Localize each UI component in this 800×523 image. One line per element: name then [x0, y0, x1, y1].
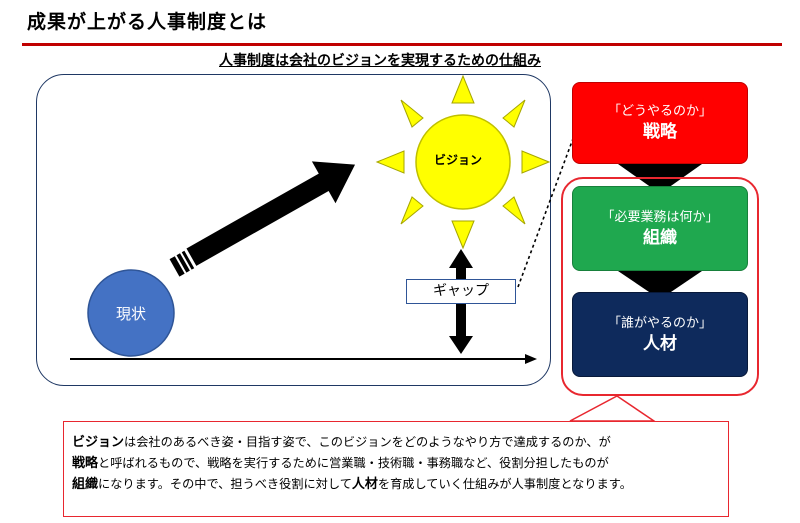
strategy-title: 戦略 — [643, 122, 677, 142]
gap-label-box: ギャップ — [406, 279, 516, 304]
description-box: ビジョンは会社のあるべき姿・目指す姿で、このビジョンをどのようなやり方で達成する… — [63, 421, 729, 517]
baseline-arrow — [70, 354, 537, 364]
keyword-organization: 組織 — [72, 477, 99, 492]
current-state-label: 現状 — [115, 304, 146, 323]
progress-arrow — [169, 161, 356, 277]
title-underline — [22, 43, 782, 46]
organization-title: 組織 — [643, 227, 677, 248]
keyword-people: 人材 — [351, 477, 378, 492]
strategy-question: 「どうやるのか」 — [607, 104, 712, 119]
org-to-people-connector — [618, 271, 702, 294]
vision-sun-icon — [375, 74, 551, 250]
vision-diagram-frame — [36, 74, 551, 386]
vision-label: ビジョン — [433, 152, 482, 167]
people-title: 人材 — [643, 333, 677, 354]
diagram-subtitle: 人事制度は会社のビジョンを実現するための仕組み — [219, 53, 541, 69]
keyword-vision: ビジョン — [72, 435, 125, 450]
organization-question: 「必要業務は何か」 — [601, 209, 719, 225]
description-line-3: 組織になります。その中で、担うべき役割に対して人材を育成していく仕組みが人事制度… — [72, 477, 632, 492]
people-question: 「誰がやるのか」 — [607, 315, 712, 331]
strategy-box: 「どうやるのか」 戦略 — [572, 82, 748, 164]
description-line-2: 戦略と呼ばれるもので、戦略を実行するために営業職・技術職・事務職など、役割分担し… — [72, 456, 609, 471]
page-title: 成果が上がる人事制度とは — [27, 11, 268, 33]
keyword-strategy: 戦略 — [72, 456, 99, 471]
current-state-circle — [87, 269, 175, 357]
organization-box: 「必要業務は何か」 組織 — [572, 186, 748, 271]
people-box: 「誰がやるのか」 人材 — [572, 292, 748, 377]
org-people-frame — [561, 177, 759, 396]
gap-connector-line — [517, 135, 575, 288]
description-line-1: ビジョンは会社のあるべき姿・目指す姿で、このビジョンをどのようなやり方で達成する… — [72, 435, 611, 450]
callout-pointer — [569, 395, 657, 422]
strategy-to-org-connector — [618, 164, 702, 188]
